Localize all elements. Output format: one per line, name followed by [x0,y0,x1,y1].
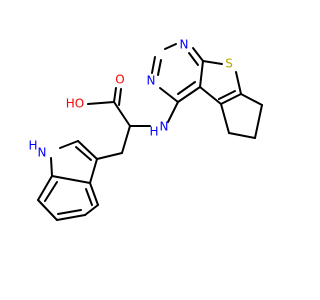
bond-pym-6 [177,86,201,103]
bond-pym-2 [151,56,156,74]
bond-benz-2 [37,199,58,221]
bond-thio-3 [220,93,242,105]
bond-benz-3 [56,214,86,221]
amine-h-label: H [149,125,158,139]
bond-pym-5 [199,60,204,88]
bond-ind-c3-c3a [89,158,98,184]
bond-cp-1 [240,93,263,106]
carbonyl-oxygen-label: O [115,73,124,87]
bond-thio-1 [202,60,223,65]
bond-ind-c3a-c7a [51,175,91,184]
bond-c-o-double-2 [118,88,122,106]
bond-benz-5 [89,182,99,206]
bond-lines [37,43,263,221]
bond-c-o-double-1 [113,87,117,103]
bond-ind-c3-c2 [77,140,98,160]
bond-pym-1 [159,87,179,103]
bond-ind-c3-c2b [75,146,92,161]
bond-benz-1 [37,175,53,201]
bond-benz-1b [44,181,58,202]
pyrimidine-n1-label: N [147,74,156,88]
bond-ind-n-c7a [50,157,53,177]
bond-c-oh [87,101,115,105]
pyrimidine-n2-label: N [180,38,189,52]
amine-n-label: N [160,120,169,134]
bond-pym-2b [157,59,162,76]
structure-canvas: HO O H N H N N N S [28,38,263,221]
bond-thio-4 [199,86,222,105]
molecule-structure: HO O H N H N N N S [28,38,263,221]
thiophene-s-label: S [225,57,233,71]
bond-benz-4 [84,204,99,216]
indole-n-label: N [38,146,47,160]
bond-cp-3 [228,132,256,139]
bond-thio-2 [235,71,242,95]
bond-pym-4 [192,47,204,62]
bond-benz-3b [57,209,82,215]
bond-cp-4 [220,103,230,134]
indole-h-label: H [28,139,37,153]
bond-alpha-ch2 [121,125,131,154]
bond-benz-5b [85,188,93,206]
bond-ind-c2-n [59,140,79,149]
bond-pym-4b [188,52,199,66]
bond-ch2-indole [96,152,123,160]
hydroxyl-label: HO [66,97,84,111]
atom-labels: HO O H N H N N N S [28,38,232,160]
bond-pym-6b [177,81,196,95]
bond-nh-pyrimidine [167,101,179,123]
bond-pym-3 [164,43,177,50]
bond-thio-3b [218,90,236,100]
bond-cp-2 [254,104,263,139]
bond-c-alpha [113,101,131,127]
